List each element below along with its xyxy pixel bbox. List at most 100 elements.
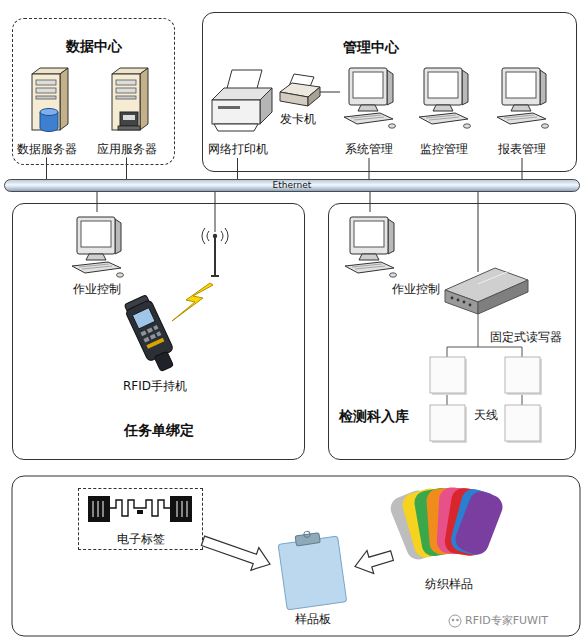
management-center-group: 管理中心网络打印机 发卡机 系统管理监控管理 报表管理: [202, 12, 577, 172]
sample-frame: [12, 476, 580, 636]
watermark-icon: [449, 615, 461, 627]
database-cylinder: [40, 112, 58, 132]
clipboard-graphic: [295, 533, 320, 546]
data-server-icon: [32, 68, 68, 130]
rfid-tag-graphic: [137, 510, 143, 514]
network-link: [237, 158, 238, 179]
group-title: 数据中心: [13, 39, 174, 53]
antenna-wire: [215, 192, 216, 232]
antenna-panel: [505, 357, 540, 393]
antenna-panel: [432, 407, 467, 443]
fixed-reader-icon: [445, 268, 528, 314]
clipboard-graphic: [278, 536, 347, 610]
handheld-reader-icon: [156, 331, 161, 336]
node-label: 发卡机: [276, 112, 320, 126]
network-link: [370, 192, 371, 212]
node-label: 监控管理: [415, 142, 473, 156]
textile-sample-graphic: [448, 486, 499, 557]
monitoring-computer: [419, 68, 471, 128]
textile-sample-graphic: [436, 487, 479, 555]
handheld-reader-icon: [122, 294, 179, 375]
fixed-reader-icon: [463, 301, 466, 304]
task-binding-group: 任务单绑定 作业控制 RFID手持机: [12, 203, 305, 460]
handheld-reader-icon: [150, 334, 156, 340]
app-server-device: [123, 115, 135, 120]
network-link: [369, 158, 370, 179]
textile-sample-graphic: [387, 486, 506, 563]
printer-icon: [214, 124, 258, 131]
card-issuer-icon: [280, 92, 308, 106]
sample-node: 纺织样品: [392, 486, 505, 592]
card-issuer-icon: [280, 83, 320, 97]
node-label: 固定式读写器: [490, 330, 562, 344]
printer-icon: [260, 88, 272, 124]
textile-sample-graphic: [413, 486, 464, 558]
antenna-panel: [505, 405, 540, 441]
watermark-text: RFID专家FUWIT: [465, 614, 548, 628]
operation-computer: [72, 217, 124, 277]
antenna-panel: [507, 359, 542, 395]
rfid-tag-graphic: [110, 500, 170, 516]
tag-box: 电子标签: [78, 488, 203, 550]
app-server-device: [120, 112, 138, 126]
network-link: [97, 192, 98, 212]
rfid-tag-graphic: [170, 496, 192, 522]
workstation-node: 系统管理: [340, 62, 398, 158]
card-issuer-node: 发卡机: [276, 72, 320, 128]
card-issuer-icon: [280, 74, 320, 106]
group-title: 管理中心: [343, 40, 399, 54]
workstation-node: 作业控制: [62, 212, 132, 296]
data-center-group: 数据中心数据服务器应用服务器: [12, 18, 175, 165]
textile-sample-graphic: [443, 486, 491, 557]
app-server-device: [118, 112, 140, 130]
server-node: 数据服务器: [14, 62, 80, 158]
handheld-reader-icon: [153, 325, 158, 330]
textile-sample-graphic: [452, 488, 506, 558]
node-label: 作业控制: [62, 282, 132, 296]
rfid-tag-graphic: [93, 501, 187, 517]
node-label: 网络打印机: [205, 142, 270, 156]
watermark-icon: [452, 619, 455, 622]
printer-icon: [212, 88, 272, 100]
node-label: RFID手持机: [110, 379, 200, 393]
wireless-antenna-icon: [214, 236, 216, 276]
node-label: 纺织样品: [392, 577, 505, 591]
report-computer: [497, 68, 549, 128]
node-label: 样品板: [270, 612, 355, 626]
handheld-node: RFID手持机: [110, 300, 200, 395]
handheld-reader-icon: [132, 308, 155, 329]
flow-arrow: [355, 551, 393, 574]
handheld-reader-icon: [124, 295, 150, 313]
node-label: 作业控制: [392, 282, 440, 296]
textile-sample-graphic: [387, 487, 449, 563]
printer-icon: [226, 70, 262, 92]
fixed-reader-icon: [478, 280, 528, 314]
clipboard-graphic: [304, 531, 311, 538]
network-link: [320, 92, 340, 93]
antenna-panel: [507, 407, 542, 443]
wireless-antenna-icon: [202, 228, 228, 276]
storage-inspection-group: 检测科入库 作业控制固定式读写器: [328, 203, 576, 460]
textile-sample-graphic: [400, 486, 457, 560]
network-label: Ethernet: [5, 179, 579, 192]
node-label: 报表管理: [493, 142, 551, 156]
node-label: 电子标签: [79, 532, 202, 546]
ethernet-band: Ethernet: [4, 179, 580, 192]
wireless-antenna-icon: [202, 228, 228, 244]
fixed-reader-icon: [457, 299, 460, 302]
card-issuer-icon: [308, 87, 320, 106]
flow-arrow: [201, 536, 270, 570]
antenna-panel: [430, 405, 465, 441]
antenna-panel: [430, 357, 542, 443]
group-title: 任务单绑定: [13, 423, 304, 437]
handheld-reader-icon: [125, 299, 174, 362]
wireless-signal-bolt: [172, 283, 213, 321]
network-link: [522, 158, 523, 179]
printer-icon: [212, 100, 260, 124]
antenna-panel: [432, 359, 467, 395]
network-link: [46, 158, 47, 180]
operation-computer: [345, 217, 397, 277]
group-title: 检测科入库: [339, 409, 409, 423]
